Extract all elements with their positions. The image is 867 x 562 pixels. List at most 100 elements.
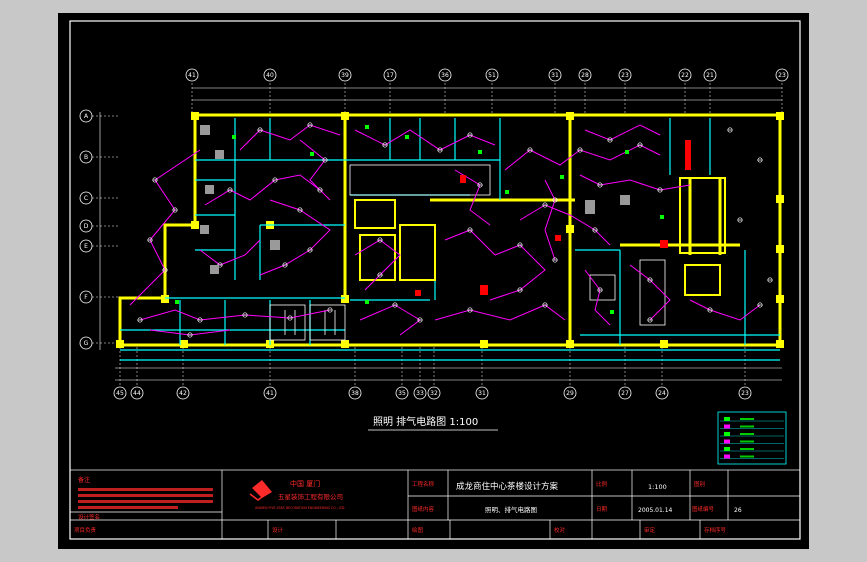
- date-label: 日期: [596, 506, 608, 513]
- date-value: 2005.01.14: [638, 507, 673, 514]
- leader-label: 项目负责: [74, 526, 97, 534]
- left-axis-markers: A B C D E F G: [79, 109, 120, 350]
- light-fixtures: [137, 122, 773, 338]
- axis-bubble: 29: [563, 345, 577, 400]
- sign-label: 设计签名: [78, 513, 100, 521]
- top-dimension-line: [192, 87, 782, 101]
- axis-label: 42: [179, 390, 187, 397]
- axis-label: 31: [551, 72, 559, 79]
- axis-label: 31: [478, 390, 486, 397]
- axis-label: 21: [706, 72, 714, 79]
- title-block: [69, 469, 801, 540]
- axis-label: B: [84, 154, 88, 161]
- axis-bubble: 38: [348, 345, 362, 400]
- axis-bubble: 42: [176, 345, 190, 400]
- exhaust-fans: [200, 125, 630, 274]
- axis-bubble: F: [79, 290, 120, 304]
- axis-bubble: 41: [185, 68, 199, 115]
- bottom-axis-markers: 45 44 42 41 38 35 33 32 31 29 27 24 23: [113, 345, 752, 400]
- axis-label: 36: [441, 72, 449, 79]
- furniture: [269, 164, 666, 341]
- axis-label: 35: [398, 390, 406, 397]
- axis-label: 41: [188, 72, 196, 79]
- axis-label: 27: [621, 390, 629, 397]
- sheet-no-label: 图纸编号: [692, 505, 715, 513]
- axis-label: 44: [133, 390, 141, 397]
- axis-label: 23: [741, 390, 749, 397]
- axis-label: A: [84, 113, 89, 120]
- company-name-line1: 中国 厦门: [290, 479, 320, 488]
- axis-label: 32: [430, 390, 438, 397]
- axis-bubble: 17: [383, 68, 397, 115]
- axis-label: 23: [778, 72, 786, 79]
- axis-bubble: 44: [130, 345, 144, 400]
- legend: [717, 411, 787, 465]
- axis-label: 29: [566, 390, 574, 397]
- axis-bubble: 39: [338, 68, 352, 115]
- company-name-line2: 五星装饰工程有限公司: [278, 492, 343, 501]
- axis-label: 41: [266, 390, 274, 397]
- floor-plan: [116, 112, 784, 361]
- design-label: 设计: [272, 526, 284, 534]
- axis-label: G: [84, 340, 89, 347]
- axis-bubble: 28: [578, 68, 592, 115]
- axis-bubble: 36: [438, 68, 452, 115]
- axis-bubble: 31: [475, 345, 489, 400]
- axis-bubble: 31: [548, 68, 562, 115]
- axis-label: F: [84, 294, 88, 301]
- title-block-labels: 工程名称 图纸内容 比例 日期 图别 图纸编号 项目负责 设计 绘图 校对 审定…: [74, 480, 727, 534]
- axis-label: 33: [416, 390, 424, 397]
- content-name: 照明、排气电路图: [485, 505, 537, 514]
- scale-label: 比例: [596, 480, 608, 488]
- project-label: 工程名称: [412, 480, 435, 488]
- title-block-values: 成龙商住中心茶楼设计方案 照明、排气电路图 1:100 2005.01.14 2…: [456, 481, 742, 514]
- project-name: 成龙商住中心茶楼设计方案: [456, 481, 559, 492]
- axis-bubble: G: [79, 336, 120, 350]
- axis-bubble: 41: [263, 345, 277, 400]
- axis-bubble: 24: [655, 345, 669, 400]
- axis-bubble: 23: [618, 68, 632, 115]
- axis-label: 45: [116, 390, 124, 397]
- axis-label: 39: [341, 72, 349, 79]
- axis-bubble: C: [79, 191, 120, 205]
- company-name-english: XIAMEN FIVE-STAR DECORATION ENGINEERING …: [255, 506, 345, 510]
- axis-bubble: D: [79, 219, 120, 233]
- sheet-no-value: 26: [734, 507, 742, 514]
- axis-bubble: E: [79, 239, 120, 253]
- drawing-no-label: 图别: [694, 480, 705, 488]
- axis-bubble: A: [79, 109, 120, 123]
- axis-bubble: 45: [113, 345, 127, 400]
- axis-bubble: 22: [678, 68, 692, 115]
- record-label: 存档序号: [704, 526, 727, 534]
- axis-label: 28: [581, 72, 589, 79]
- axis-bubble: B: [79, 150, 120, 164]
- drawing-title: 照明 排气电路图 1:100: [373, 415, 478, 428]
- axis-label: 38: [351, 390, 359, 397]
- check-label: 校对: [554, 526, 566, 534]
- axis-label: 51: [488, 72, 496, 79]
- axis-label: 23: [621, 72, 629, 79]
- content-label: 图纸内容: [412, 505, 435, 513]
- company-logo: [249, 480, 272, 501]
- equipment-markers: [415, 140, 691, 296]
- top-axis-markers: 41 40 39 17 36 51 31 28 23 22 21 23: [185, 68, 789, 115]
- axis-bubble: 27: [618, 345, 632, 400]
- axis-label: 22: [681, 72, 689, 79]
- axis-bubble: 40: [263, 68, 277, 115]
- notes-title: 备注: [78, 476, 90, 484]
- notes-lines: [78, 488, 213, 509]
- axis-label: 24: [658, 390, 666, 397]
- approve-label: 审定: [644, 526, 656, 534]
- axis-bubble: 51: [485, 68, 499, 115]
- bottom-dimension-line: [115, 367, 782, 381]
- axis-bubble: 33: [413, 345, 427, 400]
- axis-bubble: 23: [738, 345, 752, 400]
- axis-label: 40: [266, 72, 274, 79]
- stair-and-lift: [354, 177, 726, 296]
- axis-label: C: [84, 195, 88, 202]
- axis-label: D: [84, 223, 89, 230]
- axis-bubble: 21: [703, 68, 717, 115]
- scale-value: 1:100: [648, 483, 667, 491]
